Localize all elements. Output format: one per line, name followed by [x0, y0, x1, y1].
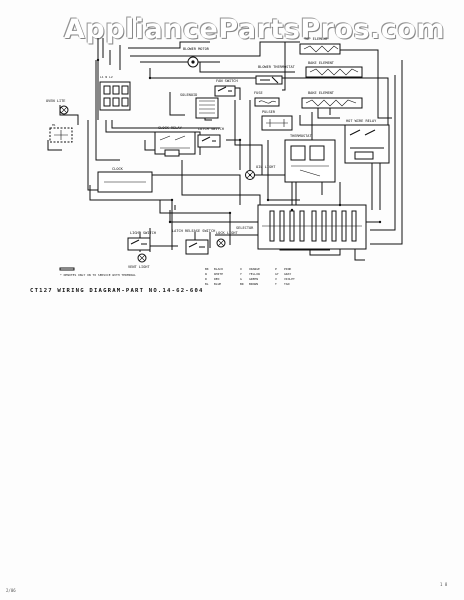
key-name-10: VIOLET [284, 277, 295, 281]
light-switch: LIGHT SWITCH [127, 231, 156, 251]
light-switch-label: LIGHT SWITCH [130, 231, 156, 235]
clock: CLOCK [97, 167, 153, 193]
key-name-3: BLUE [214, 282, 221, 286]
oil-light-label: OIL LIGHT [256, 165, 276, 169]
junction-dots [96, 58, 382, 224]
key-name-1: WHITE [214, 272, 223, 276]
key-name-9: GRAY [284, 272, 291, 276]
bake-element-upper: BAKE ELEMENT [305, 61, 363, 78]
key-code-5: Y [240, 272, 242, 276]
vent-light-label: VENT LIGHT [128, 265, 150, 269]
key-name-11: TAN [284, 282, 290, 286]
diagram-caption: CT127 WIRING DIAGRAM-PART NO.14-62-604 [30, 288, 204, 294]
key-code-9: GY [275, 272, 279, 276]
corner-mark: 2/06 [6, 588, 16, 593]
oil-light: OIL LIGHT [245, 165, 276, 180]
thermostat-label: THERMOSTAT [290, 134, 312, 138]
key-code-0: BK [205, 267, 209, 271]
lock-light-label: LOCK LIGHT [216, 231, 238, 235]
latch-switch-label: LATCH SWITCH [198, 127, 224, 131]
notes-text: * DENOTES ONLY ON TO SERVICE WITH TERMIN… [60, 273, 136, 277]
bake-element-upper-label: BAKE ELEMENT [308, 61, 335, 65]
key-code-3: BL [205, 282, 209, 286]
hot-wire-relay-label: HOT WIRE RELAY [346, 119, 377, 123]
solenoid-label: SOLENOID [180, 93, 197, 97]
blower-motor: BLOWER MOTOR [170, 47, 220, 68]
vent-light: VENT LIGHT [128, 253, 150, 269]
key-name-0: BLACK [214, 267, 223, 271]
key-name-2: RED [214, 277, 220, 281]
latch-release-label: LATCH RELEASE SWITCH [172, 229, 215, 233]
svg-text:L1 N L2: L1 N L2 [100, 75, 113, 79]
svg-text:M1: M1 [52, 123, 56, 127]
oven-lite-label: OVEN LITE [46, 99, 65, 103]
key-code-6: G [240, 277, 242, 281]
pulser: PULSER [261, 110, 293, 131]
oven-lite: OVEN LITE M1 [46, 99, 73, 143]
clock-label: CLOCK [112, 167, 124, 171]
latch-release-switch: LATCH RELEASE SWITCH [172, 229, 215, 255]
key-name-5: YELLOW [249, 272, 260, 276]
key-code-8: P [275, 267, 277, 271]
solenoid: SOLENOID [180, 93, 219, 119]
top-element: TOP ELEMENT [299, 37, 341, 55]
key-code-2: R [205, 277, 207, 281]
clock-relay-label: CLOCK RELAY [158, 126, 183, 130]
bake-element-lower-label: BAKE ELEMENT [308, 91, 335, 95]
color-key: BK BLACK W WHITE R RED BL BLUE O ORANGE … [205, 267, 295, 286]
fan-switch-label: FAN SWITCH [216, 79, 238, 83]
latch-switch: LATCH SWITCH [197, 127, 224, 148]
hot-wire-relay: HOT WIRE RELAY [344, 119, 390, 164]
selector: SELECTOR [236, 204, 367, 250]
key-name-4: ORANGE [249, 267, 260, 271]
terminal-block: L1 N L2 [99, 75, 131, 111]
notes-block: * DENOTES ONLY ON TO SERVICE WITH TERMIN… [59, 267, 136, 277]
key-code-1: W [205, 272, 207, 276]
fan-switch: FAN SWITCH [214, 79, 238, 97]
key-code-11: T [275, 282, 277, 286]
pulser-label: PULSER [262, 110, 276, 114]
fuse-label: FUSE [254, 91, 263, 95]
clock-relay: CLOCK RELAY [154, 126, 196, 157]
key-name-8: PINK [284, 267, 291, 271]
key-code-7: BR [240, 282, 244, 286]
key-name-7: BROWN [249, 282, 258, 286]
selector-label: SELECTOR [236, 226, 254, 230]
bake-element-lower: BAKE ELEMENT [301, 91, 363, 109]
key-name-6: GREEN [249, 277, 258, 281]
blower-thermostat-label: BLOWER THERMOSTAT [258, 65, 296, 69]
top-element-label: TOP ELEMENT [304, 37, 329, 41]
key-code-4: O [240, 267, 242, 271]
fuse: FUSE [254, 91, 280, 107]
thermostat: THERMOSTAT [284, 134, 336, 183]
watermark: AppliancePartsPros.com [64, 14, 446, 45]
blower-thermostat: BLOWER THERMOSTAT [255, 65, 296, 85]
lock-light: LOCK LIGHT [216, 231, 238, 248]
scan-mark: 1 8 [440, 582, 448, 587]
blower-motor-label: BLOWER MOTOR [183, 47, 210, 51]
key-code-10: V [275, 277, 277, 281]
